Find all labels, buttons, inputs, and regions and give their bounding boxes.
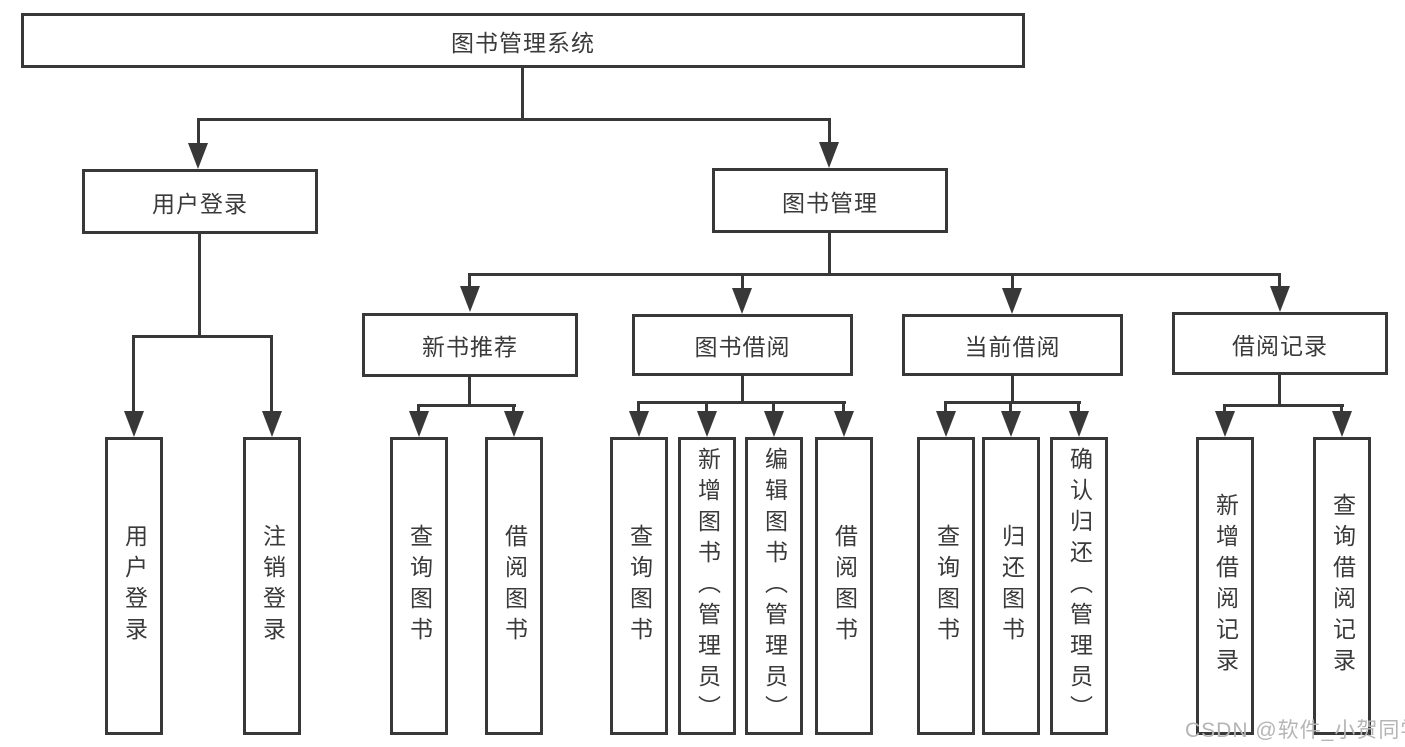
connector	[741, 375, 744, 404]
connector	[944, 401, 947, 413]
connector	[944, 401, 1081, 404]
arrowhead-down-icon	[764, 411, 784, 437]
arrowhead-down-icon	[1069, 411, 1089, 437]
node-current-borrow: 当前借阅	[902, 314, 1123, 376]
arrowhead-down-icon	[262, 411, 282, 437]
arrowhead-down-icon	[936, 411, 956, 437]
connector	[1340, 404, 1343, 413]
connector	[512, 404, 515, 413]
leaf-return-books: 归还图书	[982, 437, 1040, 735]
connector	[417, 404, 516, 407]
arrowhead-down-icon	[629, 411, 649, 437]
connector	[270, 335, 273, 413]
connector	[468, 376, 471, 407]
node-book-management: 图书管理	[712, 168, 948, 233]
leaf-query-books-borrow: 查询图书	[610, 437, 668, 735]
arrowhead-down-icon	[188, 143, 208, 169]
csdn-watermark: CSDN @软件_小贺同学	[1185, 719, 1405, 742]
arrowhead-down-icon	[460, 286, 480, 312]
leaf-edit-books-admin: 编辑图书（管理员）	[745, 437, 803, 735]
connector	[1011, 273, 1014, 290]
arrowhead-down-icon	[819, 142, 839, 168]
connector	[1011, 375, 1014, 404]
connector	[417, 404, 420, 413]
node-book-borrow: 图书借阅	[632, 314, 853, 376]
arrowhead-down-icon	[1215, 411, 1235, 437]
connector	[132, 335, 273, 338]
arrowhead-down-icon	[409, 411, 429, 437]
leaf-query-books-current: 查询图书	[917, 437, 975, 735]
connector	[197, 118, 200, 145]
leaf-confirm-return-admin: 确认归还（管理员）	[1050, 437, 1108, 735]
connector	[741, 273, 744, 290]
connector	[132, 335, 135, 413]
node-borrow-records: 借阅记录	[1172, 312, 1388, 375]
connector	[828, 232, 831, 276]
connector	[705, 401, 708, 413]
arrowhead-down-icon	[1270, 286, 1290, 312]
connector	[1009, 401, 1012, 413]
arrowhead-down-icon	[834, 411, 854, 437]
connector	[1077, 401, 1080, 413]
connector	[521, 66, 524, 120]
connector	[198, 232, 201, 337]
connector	[828, 118, 831, 144]
connector	[637, 401, 640, 413]
arrowhead-down-icon	[124, 411, 144, 437]
node-root-library-system: 图书管理系统	[21, 13, 1025, 68]
arrowhead-down-icon	[732, 288, 752, 314]
arrowhead-down-icon	[1001, 411, 1021, 437]
leaf-logout: 注销登录	[243, 437, 301, 735]
connector	[637, 401, 846, 404]
leaf-borrow-books-recommend: 借阅图书	[485, 437, 543, 735]
connector	[772, 401, 775, 413]
leaf-user-login: 用户登录	[105, 437, 163, 735]
arrowhead-down-icon	[697, 411, 717, 437]
arrowhead-down-icon	[1332, 411, 1352, 437]
connector	[1278, 273, 1281, 288]
leaf-query-borrow-record: 查询借阅记录	[1313, 437, 1371, 735]
connector	[1278, 374, 1281, 407]
node-user-login: 用户登录	[82, 169, 318, 234]
arrowhead-down-icon	[504, 411, 524, 437]
arrowhead-down-icon	[1002, 288, 1022, 314]
leaf-add-books-admin: 新增图书（管理员）	[678, 437, 736, 735]
leaf-borrow-books: 借阅图书	[815, 437, 873, 735]
connector	[1223, 404, 1344, 407]
leaf-add-borrow-record: 新增借阅记录	[1196, 437, 1254, 735]
connector	[842, 401, 845, 413]
leaf-query-books-recommend: 查询图书	[390, 437, 448, 735]
node-new-book-recommend: 新书推荐	[362, 313, 578, 377]
connector	[468, 273, 1281, 276]
connector	[1223, 404, 1226, 413]
connector	[197, 118, 831, 121]
connector	[468, 273, 471, 288]
